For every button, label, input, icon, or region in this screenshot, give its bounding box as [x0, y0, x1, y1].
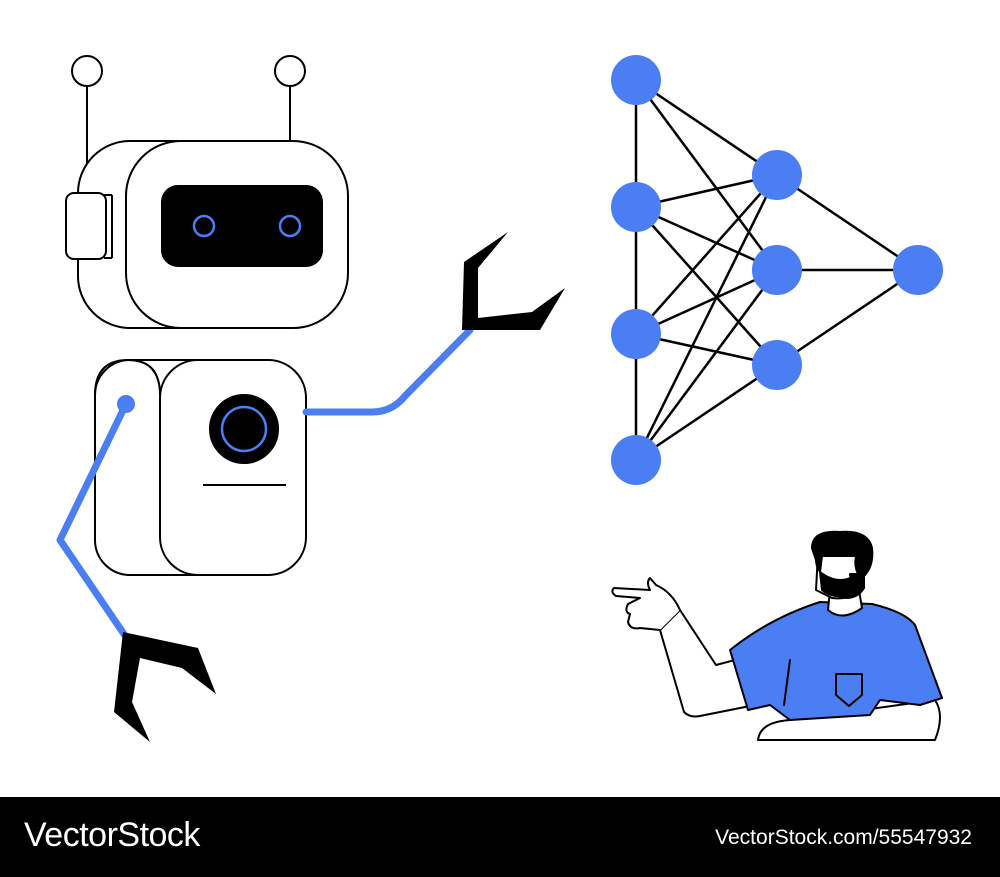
- vectorstock-logo: VectorStock: [24, 816, 200, 854]
- person-beard: [819, 571, 851, 598]
- person-hair: [811, 530, 874, 599]
- shirt-pocket: [835, 673, 863, 707]
- hidden-node: [752, 245, 802, 295]
- neural-network-icon: [611, 55, 943, 485]
- illustration: [56, 55, 943, 742]
- robot-arms: [56, 326, 474, 644]
- footer-watermark-bar: VectorStock VectorStock.com/55547932: [0, 797, 1000, 877]
- person-hand-pointing: [611, 577, 681, 631]
- input-node: [611, 182, 661, 232]
- robot-eye-right: [278, 214, 302, 238]
- robot-visor: [161, 185, 323, 267]
- robot-eye-left: [192, 214, 216, 238]
- hidden-node: [752, 340, 802, 390]
- robot-antennas: [71, 55, 306, 195]
- network-nodes: [611, 55, 943, 485]
- person-pointing-icon: [611, 530, 943, 741]
- stock-id-text: VectorStock.com/55547932: [715, 826, 972, 849]
- robot-claw-lower: [114, 632, 216, 742]
- robot-claw-upper: [462, 232, 565, 330]
- robot-icon: [56, 55, 565, 742]
- robot-chest-light: [209, 394, 279, 464]
- person-shirt: [729, 601, 943, 721]
- robot-head: [65, 140, 349, 329]
- output-node: [893, 245, 943, 295]
- hidden-node: [752, 150, 802, 200]
- robot-body: [94, 358, 307, 576]
- input-node: [611, 435, 661, 485]
- input-node: [611, 55, 661, 105]
- robot-shoulder-joint: [117, 395, 135, 413]
- input-node: [611, 309, 661, 359]
